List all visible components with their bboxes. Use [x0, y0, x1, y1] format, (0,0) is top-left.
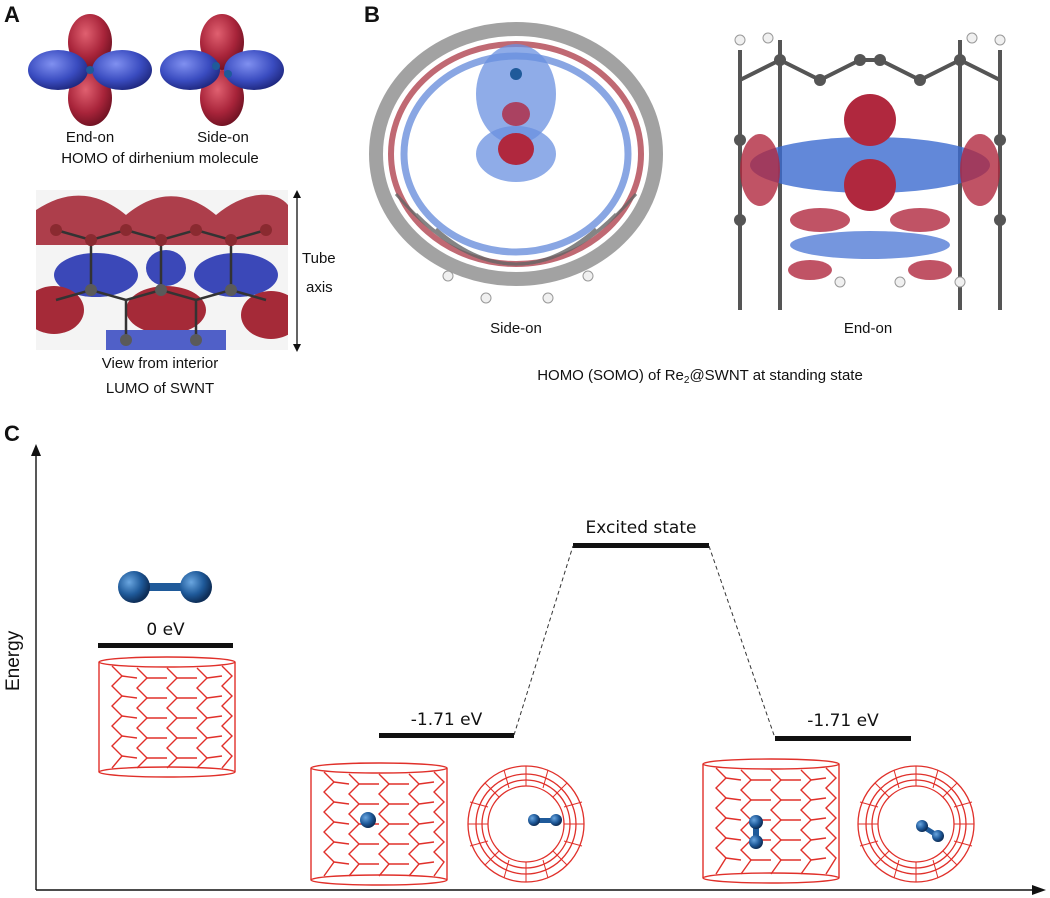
homo-side-on-orbital: [160, 14, 284, 126]
nanotube-side-view-0ev: [98, 656, 236, 778]
panel-a-end-on-label: End-on: [65, 129, 115, 146]
panel-a-letter: A: [4, 2, 20, 27]
panel-c-letter: C: [4, 421, 20, 446]
panel-a-side-on-label: Side-on: [197, 129, 249, 146]
re2-molecule: [118, 571, 212, 603]
energy-level-bar-left: [379, 733, 514, 738]
panel-b-caption-sub: 2: [683, 375, 690, 386]
panel-b-caption-post: @SWNT at standing state: [689, 367, 863, 384]
somo-end-on-image: [734, 32, 1006, 310]
panel-b-caption-pre: HOMO (SOMO) of Re: [537, 367, 684, 384]
panel-a-homo-caption: HOMO of dirhenium molecule: [61, 150, 259, 167]
nanotube-end-view-left: [467, 765, 585, 883]
nanotube-side-view-right: [702, 758, 840, 884]
energy-level-bar-right: [775, 736, 911, 741]
nanotube-end-view-right: [857, 765, 975, 883]
panel-b-side-on-label: Side-on: [490, 320, 542, 337]
energy-level-bar-excited: [573, 543, 709, 548]
energy-level-label-left: -1.71 eV: [410, 710, 483, 730]
panel-b-end-on-label: End-on: [843, 320, 893, 337]
panel-b-letter: B: [364, 2, 380, 27]
panel-a-lumo-caption: LUMO of SWNT: [105, 380, 215, 397]
nanotube-side-view-left: [310, 762, 448, 886]
energy-axes: [31, 444, 1046, 895]
energy-level-label-excited: Excited state: [585, 518, 697, 538]
panel-b-caption: HOMO (SOMO) of Re2@SWNT at standing stat…: [480, 367, 920, 387]
somo-side-on-image: [369, 22, 663, 304]
energy-level-label-0ev: 0 eV: [146, 620, 185, 640]
tube-axis-label-1: Tube: [302, 250, 336, 267]
tube-axis-label-2: axis: [306, 279, 333, 296]
energy-level-bar-0ev: [98, 643, 233, 648]
energy-level-label-right: -1.71 eV: [807, 711, 879, 731]
lumo-swnt-orbital-image: [36, 190, 288, 350]
panel-a-view-caption: View from interior: [101, 355, 219, 372]
tube-axis-arrow: [293, 190, 301, 352]
homo-end-on-orbital: [28, 14, 152, 126]
